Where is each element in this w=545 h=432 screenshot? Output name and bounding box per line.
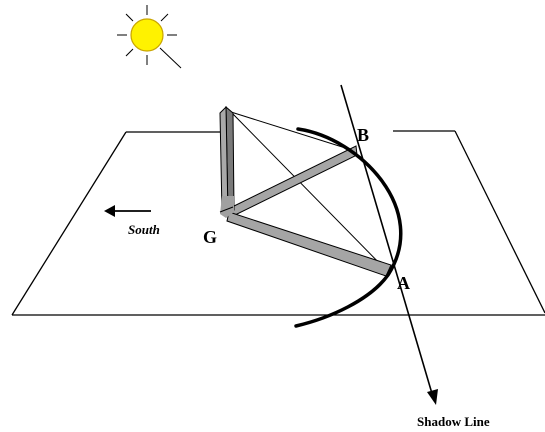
sun-ray-northeast	[160, 13, 169, 22]
sun-ray-lines	[230, 111, 389, 273]
sun-disc	[130, 18, 164, 52]
ray-to-a	[230, 111, 389, 273]
plane-right-edge	[454, 130, 545, 314]
sun-ray-southeast-long	[159, 47, 182, 69]
sun-rays	[117, 5, 182, 69]
point-b-label: B	[357, 125, 369, 145]
gnomon	[219, 105, 235, 218]
shadow-arm-gb	[227, 145, 358, 219]
shadow-line-stroke	[340, 84, 434, 398]
shadow-line	[340, 84, 438, 405]
ground-plane	[11, 130, 545, 316]
point-a-label: A	[397, 273, 410, 293]
gnomon-base-line	[219, 206, 234, 213]
sun-ray-northwest	[125, 13, 134, 22]
arrow-left-icon	[104, 205, 151, 217]
shadow-line-label: Shadow Line	[417, 414, 490, 429]
ray-to-b	[230, 111, 356, 152]
shadow-arc	[294, 127, 403, 328]
point-g-label: G	[203, 227, 217, 247]
shadow-arm-ga	[226, 211, 392, 277]
gnomon-base-fill	[220, 196, 234, 218]
south-label: South	[128, 222, 160, 237]
sun-ray-southwest	[125, 48, 134, 57]
sun-icon	[117, 5, 182, 69]
plane-left-edge	[11, 131, 127, 316]
shadow-line-arrowhead	[427, 389, 438, 405]
south-arrow-head	[104, 205, 115, 217]
